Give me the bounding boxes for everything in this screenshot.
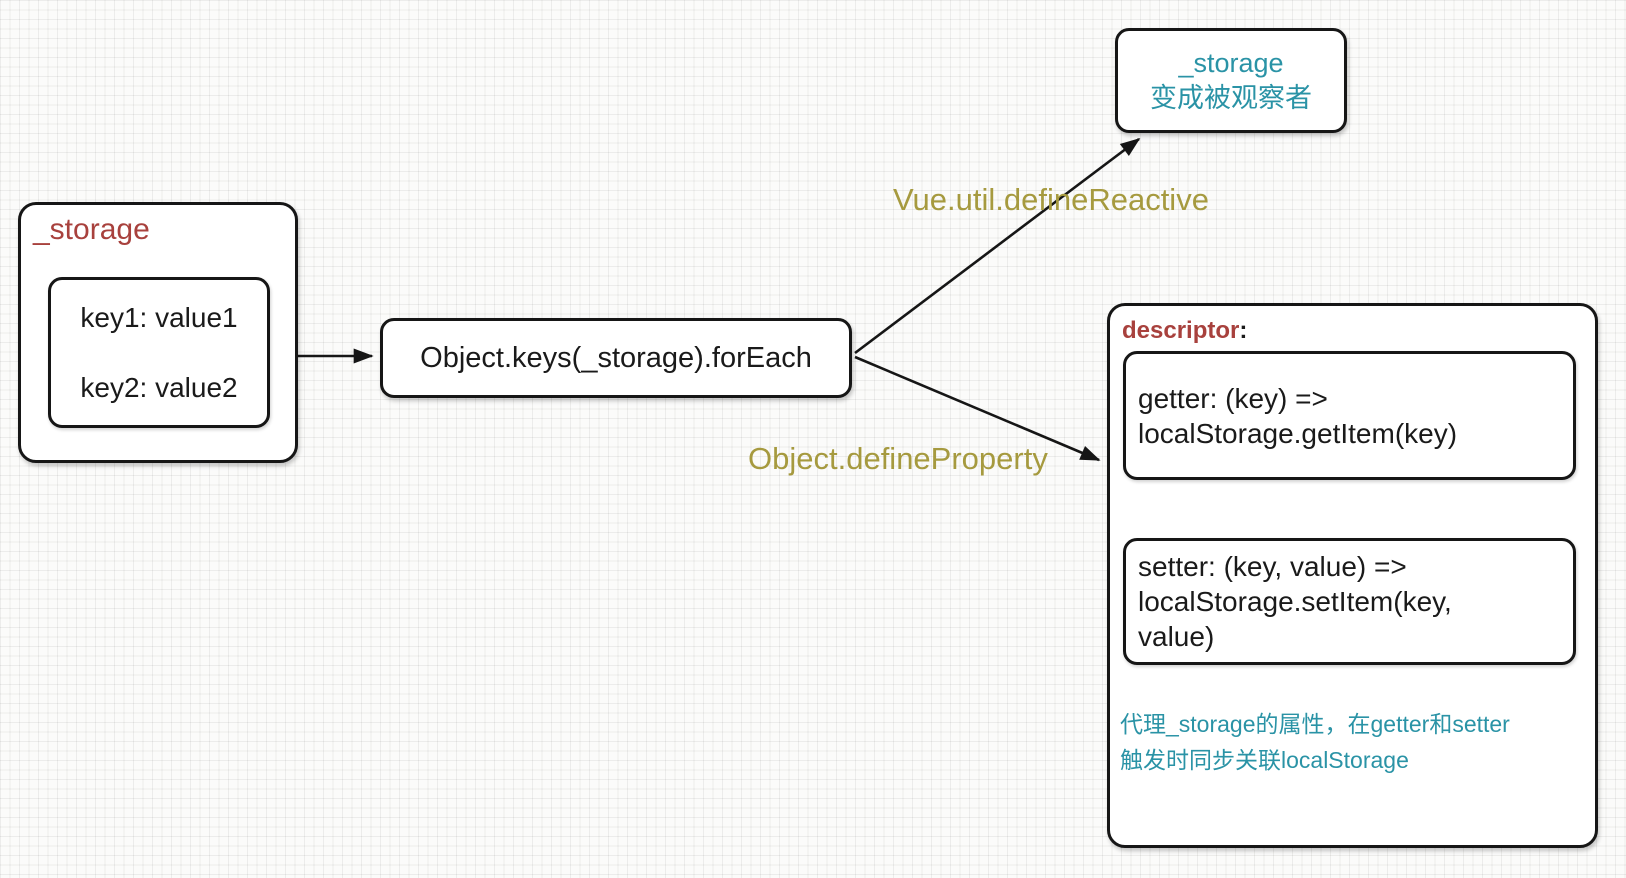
descriptor-note: 代理_storage的属性，在getter和setter 触发时同步关联loca… (1120, 706, 1510, 778)
define-reactive-label: Vue.util.defineReactive (893, 182, 1209, 217)
observer-box-line1: _storage (1178, 47, 1284, 78)
descriptor-title-row: descriptor: (1122, 316, 1247, 346)
getter-line-1: getter: (key) => (1138, 382, 1328, 414)
storage-entry-key2: key2: value2 (80, 371, 238, 403)
foreach-box: Object.keys(_storage).forEach (380, 318, 852, 398)
setter-line-2: localStorage.setItem(key, (1138, 586, 1452, 617)
getter-box: getter: (key) => localStorage.getItem(ke… (1123, 351, 1576, 480)
descriptor-note-line1: 代理_storage的属性，在getter和setter (1120, 711, 1510, 737)
descriptor-title: descriptor (1122, 317, 1240, 344)
storage-keys-box: key1: value1 key2: value2 (48, 277, 270, 428)
observer-box-line2: 变成被观察者 (1150, 82, 1312, 113)
storage-entry-key1: key1: value1 (80, 301, 238, 333)
storage-box-title: _storage (33, 213, 150, 246)
descriptor-note-line2: 触发时同步关联localStorage (1120, 747, 1409, 773)
define-property-label: Object.defineProperty (748, 441, 1048, 476)
setter-line-3: value) (1138, 621, 1215, 652)
arrow-foreach-to-descriptor (854, 355, 1101, 462)
descriptor-box: descriptor: getter: (key) => localStorag… (1107, 303, 1598, 848)
setter-box: setter: (key, value) => localStorage.set… (1123, 538, 1576, 665)
storage-box: _storage key1: value1 key2: value2 (18, 202, 298, 463)
arrow-foreach-to-observer (854, 137, 1141, 355)
descriptor-title-colon: : (1239, 317, 1248, 344)
setter-line-1: setter: (key, value) => (1138, 551, 1407, 582)
foreach-label: Object.keys(_storage).forEach (420, 341, 812, 374)
observer-box: _storage 变成被观察者 (1115, 28, 1347, 133)
getter-line-2: localStorage.getItem(key) (1138, 417, 1458, 449)
